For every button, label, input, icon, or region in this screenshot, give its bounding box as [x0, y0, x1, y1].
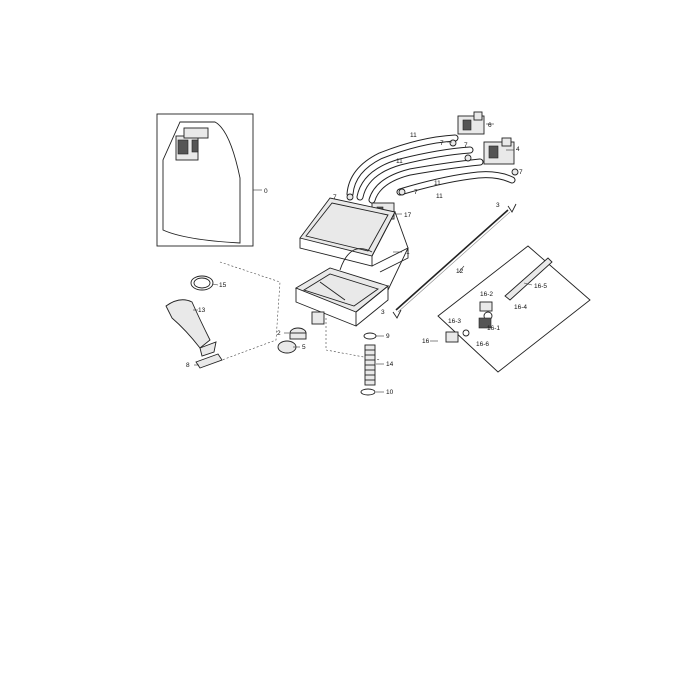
label-7-b: 7 [464, 142, 468, 149]
part-labels: 1 2 3 3 4 5 6 7 7 7 7 7 8 9 10 11 11 11 … [186, 122, 547, 396]
cap-part-2 [289, 327, 307, 340]
leader-lines [193, 123, 533, 393]
label-12: 12 [456, 268, 464, 275]
label-7-c: 7 [519, 169, 523, 176]
clip-part-3-top [507, 203, 517, 213]
dispenser-housing-part-1 [299, 197, 409, 291]
clamp-part-10 [360, 388, 376, 396]
label-1: 1 [406, 249, 410, 256]
water-valve-part-6 [457, 111, 485, 135]
label-4: 4 [516, 146, 520, 153]
label-7-a: 7 [440, 140, 444, 147]
hose-clamp-part-15 [190, 275, 214, 291]
label-0: 0 [264, 188, 268, 195]
label-3-top: 3 [496, 202, 500, 209]
part-8 [195, 353, 223, 369]
label-9: 9 [386, 333, 390, 340]
bellows-hose-part-13 [165, 299, 217, 357]
label-11-d: 11 [436, 193, 443, 200]
label-16-6: 16-6 [476, 341, 489, 348]
rod-part-12 [395, 209, 511, 313]
corrugated-hose-part-14 [364, 344, 376, 386]
label-7-d: 7 [333, 194, 337, 201]
guide-lines [219, 261, 381, 361]
label-13: 13 [198, 307, 206, 314]
label-16-4: 16-4 [514, 304, 527, 311]
label-16-2: 16-2 [480, 291, 493, 298]
label-14: 14 [386, 361, 394, 368]
label-6: 6 [488, 122, 492, 129]
label-16-5: 16-5 [534, 283, 547, 290]
clamp-part-9 [363, 332, 377, 340]
hose-clamps-part-7 [346, 139, 519, 201]
inset-box-part-0 [156, 113, 262, 247]
label-11-c: 11 [434, 180, 441, 187]
dispenser-drawer [294, 248, 389, 327]
water-valve-part-4 [483, 137, 515, 165]
label-15: 15 [219, 282, 227, 289]
label-3-bottom: 3 [381, 309, 385, 316]
label-11-a: 11 [396, 158, 403, 165]
label-17: 17 [404, 212, 412, 219]
label-8: 8 [186, 362, 190, 369]
clip-part-3-bottom [392, 309, 402, 319]
inlet-hoses-part-11 [346, 134, 516, 204]
label-11-b: 11 [410, 132, 417, 139]
label-5: 5 [302, 344, 306, 351]
label-10: 10 [386, 389, 394, 396]
label-16: 16 [422, 338, 430, 345]
label-16-3: 16-3 [448, 318, 461, 325]
label-2: 2 [277, 330, 281, 337]
inset-box-part-16 [430, 245, 591, 373]
label-7-e: 7 [414, 189, 418, 196]
label-16-1: 16-1 [487, 325, 500, 332]
